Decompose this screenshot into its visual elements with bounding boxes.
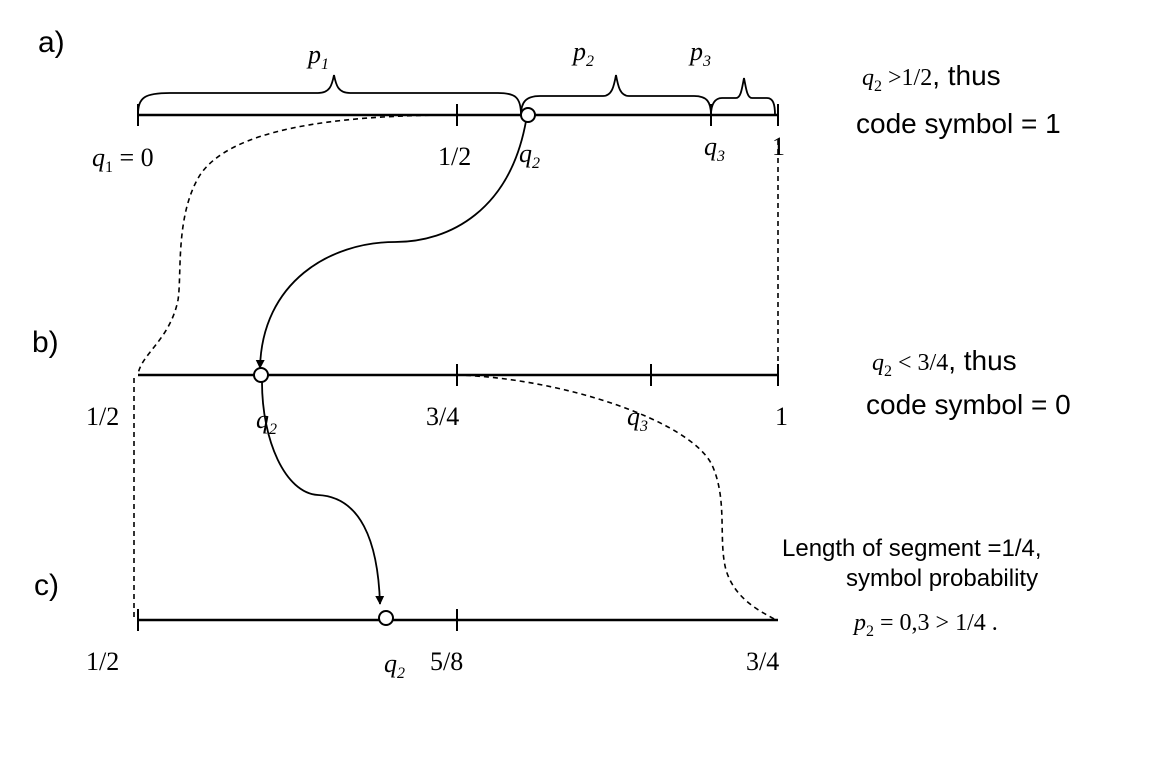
brace-p2: [520, 74, 712, 116]
label-c-right: 3/4: [746, 647, 779, 676]
note-c-line2: symbol probability: [846, 565, 1038, 592]
label-a-1: 1: [772, 132, 785, 161]
panel-a: a) p1 p2 p3 q1 = 0 1/2 q2 q3 1 q2 >1/2, …: [38, 26, 1061, 176]
label-p3: p3: [688, 37, 711, 70]
label-b-q2: q2: [256, 405, 277, 438]
brace-p3: [710, 77, 776, 116]
note-c-line1: Length of segment =1/4,: [782, 535, 1042, 562]
label-c-q2: q2: [384, 649, 405, 682]
note-c-line3: p2 = 0,3 > 1/4 .: [852, 610, 998, 640]
label-a-q2: q2: [519, 139, 540, 172]
label-p2: p2: [571, 37, 594, 70]
label-c-left: 1/2: [86, 647, 119, 676]
label-b-mid: 3/4: [426, 402, 459, 431]
note-b-line1: q2 < 3/4, thus: [872, 345, 1017, 380]
brace-p1: [137, 74, 522, 116]
label-q1-eq-0: q1 = 0: [92, 143, 154, 176]
dashed-link-a-half-to-b-left: [137, 114, 458, 376]
note-b-line2: code symbol = 0: [866, 389, 1071, 420]
panel-a-label: a): [38, 26, 65, 59]
panel-b: b) 1/2 q2 3/4 q3 1 q2 < 3/4, thus code s…: [32, 326, 1071, 438]
point-a-q2: [520, 107, 536, 123]
arrow-q2-b-to-c: [261, 381, 385, 605]
label-a-half: 1/2: [438, 142, 471, 171]
note-a-line1: q2 >1/2, thus: [862, 60, 1001, 95]
label-b-right: 1: [775, 402, 788, 431]
panel-b-label: b): [32, 326, 59, 359]
panel-c: c) 1/2 q2 5/8 3/4 Length of segment =1/4…: [34, 535, 1042, 682]
label-b-q3: q3: [627, 402, 648, 435]
note-a-line2: code symbol = 1: [856, 108, 1061, 139]
arrow-q2-a-to-b: [255, 120, 527, 369]
label-c-mid: 5/8: [430, 647, 463, 676]
point-c-q2: [378, 610, 394, 626]
point-b-q2: [253, 367, 269, 383]
panel-c-label: c): [34, 569, 59, 602]
dashed-link-b-mid-to-c-right: [456, 374, 777, 621]
label-p1: p1: [306, 40, 329, 73]
label-b-left: 1/2: [86, 402, 119, 431]
label-a-q3: q3: [704, 132, 725, 165]
